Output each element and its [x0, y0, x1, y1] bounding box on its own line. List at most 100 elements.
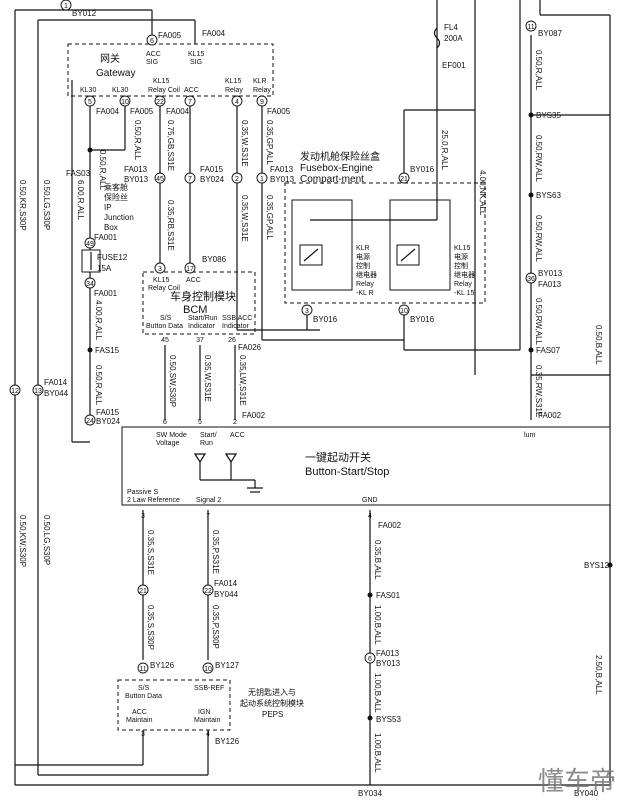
relay-label: -KL R	[356, 290, 374, 297]
pin	[154, 262, 166, 274]
pin-label: 45	[156, 176, 164, 183]
wire-spec: 0.50,LG,S30P	[42, 180, 51, 230]
button-label: Voltage	[156, 440, 179, 447]
pin-label: 6	[368, 656, 372, 663]
relay-label: 继电器	[454, 270, 475, 279]
ip-box-label: 乘客舱	[104, 182, 128, 192]
pin-label: 1	[64, 3, 68, 10]
connector-label: BY024	[96, 417, 121, 426]
pin-label: 24	[86, 418, 94, 425]
watermark: 懂车帝	[538, 766, 616, 796]
button-box	[121, 426, 611, 506]
connector-label: BYS12	[584, 561, 609, 570]
connector-label: BY016	[410, 315, 435, 324]
wire-spec: 0.35,S,S30P	[146, 605, 155, 650]
pin-label: 22	[156, 99, 164, 106]
connector-label: FA002	[538, 411, 562, 420]
pin	[146, 34, 158, 46]
wire-spec: 0.35,W,S31E	[240, 195, 249, 242]
fusebox-title-en: Compart-ment	[300, 174, 364, 185]
pin	[84, 95, 96, 107]
connector-labels: BY012 FA005 FA004 BY087 FA004 FA005 FA00…	[44, 9, 609, 798]
pin	[364, 652, 376, 664]
wire-spec-labels: 0.50,R,ALL 0.50,R,ALL 0.75,GB,S31E 0.35,…	[18, 50, 603, 773]
pin-label: 4	[206, 731, 210, 738]
connector-label: FA004	[202, 29, 226, 38]
pin-label: 2	[235, 176, 239, 183]
relay-klr-icon	[291, 199, 353, 291]
bcm-label: S/S	[160, 315, 172, 322]
button-label: GND	[362, 497, 378, 504]
relay-label: 继电器	[356, 270, 377, 279]
relay-label: Relay	[356, 281, 374, 288]
fl4-rating: 200A	[444, 34, 463, 43]
wire-spec: 0.50,SW,S30P	[168, 355, 177, 407]
gateway-label: ACC	[184, 87, 199, 94]
pin-label: 21	[139, 588, 147, 595]
wire-spec: 1.00,B,ALL	[373, 733, 382, 773]
connector-label: BY127	[215, 661, 240, 670]
pin-label: 3	[305, 308, 309, 315]
wire-spec: 0.35,S,S31E	[146, 530, 155, 575]
bcm-label: SSB ACC	[222, 315, 252, 322]
connector-label: BYS63	[536, 191, 561, 200]
splice-fas03	[87, 147, 93, 153]
connector-label: FA013	[270, 165, 294, 174]
relay-label: 电源	[356, 252, 370, 261]
pin-label: 45	[161, 337, 169, 344]
button-label: Run	[200, 440, 213, 447]
connector-label: BY040	[574, 789, 599, 798]
bcm-label: ACC	[186, 277, 201, 284]
gateway-label: Relay	[253, 87, 271, 94]
pin-label: 7	[188, 176, 192, 183]
wire-spec: 0.50,LG,S30P	[42, 515, 51, 565]
pin	[60, 0, 72, 11]
wire-spec: 0.35,RW,S31E	[534, 365, 543, 417]
pin-label: 10	[121, 99, 129, 106]
wire-spec: 0.35,RB,S31E	[166, 200, 175, 251]
connector-label: FA005	[158, 31, 182, 40]
wire-spec: 0.50,RW,ALL	[534, 298, 543, 346]
button-label: Start/	[200, 432, 217, 439]
connector-label: BY044	[214, 590, 239, 599]
wire-spec: 0.35,LW,S31E	[238, 355, 247, 406]
pin	[84, 414, 96, 426]
pin	[84, 277, 96, 289]
connector-label: BY024	[200, 175, 225, 184]
bcm: KL15 Relay Coil ACC 车身控制模块 BCM S/S Butto…	[146, 277, 252, 330]
pin-label: 3	[158, 266, 162, 273]
bcm-label: Indicator	[188, 323, 216, 330]
pin	[137, 584, 149, 596]
pin-label: 11	[527, 24, 534, 31]
button-label: Signal 2	[196, 497, 221, 504]
splice-fas07	[528, 347, 534, 353]
relay-kl15-coil-line	[400, 248, 416, 262]
connector-label: FA013	[376, 649, 400, 658]
button-label: ACC	[230, 432, 245, 439]
wire-spec: 1.00,B,ALL	[373, 673, 382, 713]
relay-kl15-icon	[389, 199, 451, 291]
pin	[154, 95, 166, 107]
gateway-label: KL15	[188, 51, 204, 58]
pin-label: 9	[260, 99, 264, 106]
pin	[525, 20, 537, 32]
peps-label: S/S	[138, 685, 150, 692]
pin	[398, 172, 410, 184]
pin-label: 10	[204, 666, 212, 673]
pin	[119, 95, 131, 107]
connector-label: FA004	[166, 107, 190, 116]
relay-label: 控制	[356, 261, 370, 270]
bcm-label: Start/Run	[188, 315, 218, 322]
ip-box-label: Box	[104, 223, 118, 232]
pin-label: 49	[86, 241, 94, 248]
peps-label: Maintain	[194, 717, 221, 724]
connector-label: FA005	[130, 107, 154, 116]
fuse12-label: FUSE12	[97, 253, 128, 262]
connector-label: FA015	[200, 165, 224, 174]
pin-label: 7	[206, 513, 210, 520]
peps-label: SSB-REF	[194, 685, 224, 692]
pin	[9, 384, 21, 396]
gateway-label: Relay Coil	[148, 87, 180, 94]
start-stop-button: SW Mode Voltage Start/ Run ACC lum 一键起动开…	[127, 432, 535, 504]
